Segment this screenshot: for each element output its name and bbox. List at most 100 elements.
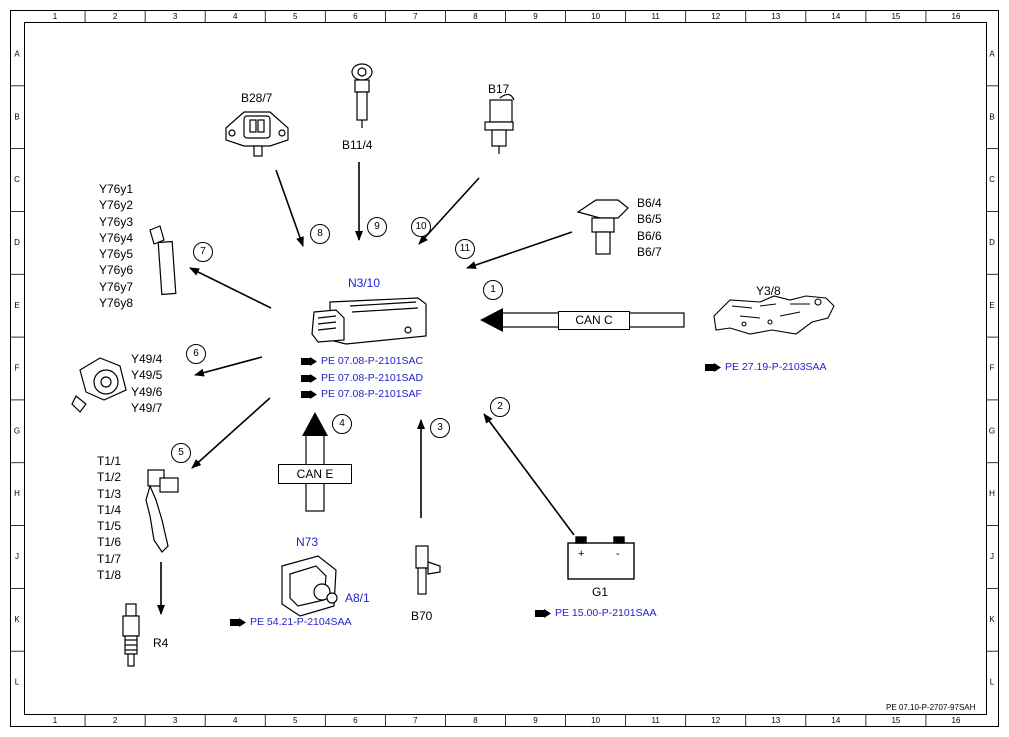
y76-label: Y76y3	[99, 214, 134, 229]
grid-label: 3	[173, 716, 178, 725]
grid-label: C	[14, 175, 20, 184]
y49-label: Y49/7	[131, 400, 163, 415]
y76-label-stack: Y76y1 Y76y2 Y76y3 Y76y4 Y76y5 Y76y6 Y76y…	[99, 181, 133, 311]
can-c-label: CAN C	[558, 311, 630, 330]
b11-4-sensor-drawing	[351, 63, 373, 128]
t1-label: T1/3	[97, 486, 122, 501]
grid-label: J	[15, 552, 19, 561]
battery-minus-label: -	[616, 548, 620, 560]
n3-10-ref-link[interactable]: PE 07.08-P-2101SAF	[301, 388, 422, 400]
callout-8: 8	[310, 224, 330, 244]
reference-text: PE 15.00-P-2101SAA	[555, 607, 657, 619]
b6-label: B6/7	[637, 244, 662, 259]
b6-label-stack: B6/4 B6/5 B6/6 B6/7	[637, 195, 662, 260]
grid-label: 4	[233, 716, 238, 725]
battery-plus-label: +	[578, 548, 585, 560]
b28-7-label: B28/7	[241, 91, 273, 105]
y3-8-label: Y3/8	[756, 284, 781, 298]
grid-label: 5	[293, 12, 298, 21]
g1-ref-link[interactable]: PE 15.00-P-2101SAA	[535, 607, 657, 619]
callout-3: 3	[430, 418, 450, 438]
y76-label: Y76y7	[99, 279, 134, 294]
grid-label: D	[989, 238, 995, 247]
b17-sensor-drawing	[484, 93, 515, 154]
grid-label: 2	[113, 716, 118, 725]
grid-label: 5	[293, 716, 298, 725]
y76-label: Y76y6	[99, 263, 134, 278]
grid-label: 8	[473, 716, 478, 725]
grid-label: 3	[173, 12, 178, 21]
b17-label: B17	[488, 82, 510, 96]
b6-label: B6/5	[637, 212, 662, 227]
can-e-label: CAN E	[278, 464, 352, 484]
y49-label: Y49/6	[131, 384, 163, 399]
b70-label: B70	[411, 609, 433, 623]
reference-icon	[535, 608, 551, 618]
y76-label: Y76y8	[99, 296, 134, 311]
grid-label: G	[14, 426, 20, 435]
y3-8-ref-link[interactable]: PE 27.19-P-2103SAA	[705, 361, 827, 373]
grid-label: 6	[353, 12, 358, 21]
grid-label: 1	[53, 716, 58, 725]
reference-icon	[230, 617, 246, 627]
b28-7-sensor-drawing	[225, 111, 289, 157]
grid-label: 11	[652, 12, 661, 21]
t1-label-stack: T1/1 T1/2 T1/3 T1/4 T1/5 T1/6 T1/7 T1/8	[97, 453, 121, 583]
grid-label: K	[14, 615, 20, 624]
grid-label: 16	[952, 12, 961, 21]
y76-label: Y76y4	[99, 230, 134, 245]
reference-icon	[301, 373, 317, 383]
grid-label: 9	[533, 12, 538, 21]
n73-ref-link[interactable]: PE 54.21-P-2104SAA	[230, 616, 352, 628]
n3-10-ref-link[interactable]: PE 07.08-P-2101SAD	[301, 372, 423, 384]
grid-label: F	[15, 364, 20, 373]
y49-label-stack: Y49/4 Y49/5 Y49/6 Y49/7	[131, 351, 162, 416]
grid-label: 14	[831, 12, 840, 21]
grid-label: L	[990, 678, 995, 687]
grid-label: 7	[413, 12, 418, 21]
y76-label: Y76y5	[99, 247, 134, 262]
t1-ignition-coil-drawing	[145, 469, 179, 553]
grid-label: A	[989, 50, 995, 59]
arrow-y76	[189, 267, 272, 309]
grid-ticks: 1122334455667788991010111112121313141415…	[10, 10, 999, 727]
can-e-arrow	[302, 412, 328, 512]
callout-10: 10	[411, 217, 431, 237]
grid-label: 4	[233, 12, 238, 21]
grid-label: E	[14, 301, 19, 310]
grid-label: 13	[771, 716, 780, 725]
callout-4: 4	[332, 414, 352, 434]
grid-label: 15	[891, 12, 900, 21]
callout-7: 7	[193, 242, 213, 262]
outer-border	[10, 10, 999, 727]
grid-label: L	[15, 678, 20, 687]
n3-10-ref-link[interactable]: PE 07.08-P-2101SAC	[301, 355, 423, 367]
grid-label: B	[989, 112, 994, 121]
grid-label: 1	[53, 12, 58, 21]
grid-label: 6	[353, 716, 358, 725]
y49-label: Y49/5	[131, 368, 163, 383]
reference-text: PE 07.08-P-2101SAC	[321, 355, 424, 367]
callout-5: 5	[171, 443, 191, 463]
grid-label: C	[989, 175, 995, 184]
grid-label: 16	[952, 716, 961, 725]
n3-10-control-unit-drawing	[311, 297, 427, 345]
reference-text: PE 07.08-P-2101SAF	[321, 388, 422, 400]
grid-label: K	[989, 615, 995, 624]
arrow-b6	[466, 231, 573, 269]
grid-label: 2	[113, 12, 118, 21]
t1-label: T1/8	[97, 568, 122, 583]
reference-icon	[705, 362, 721, 372]
g1-label: G1	[592, 585, 609, 599]
callout-6: 6	[186, 344, 206, 364]
grid-label: 13	[771, 12, 780, 21]
callout-1: 1	[483, 280, 503, 300]
t1-label: T1/2	[97, 470, 122, 485]
b6-label: B6/4	[637, 196, 662, 210]
r4-spark-plug-drawing	[122, 603, 140, 667]
callout-2: 2	[490, 397, 510, 417]
y3-8-valve-body-drawing	[713, 295, 835, 335]
grid-label: B	[14, 112, 19, 121]
r4-label: R4	[153, 636, 169, 650]
reference-icon	[301, 389, 317, 399]
